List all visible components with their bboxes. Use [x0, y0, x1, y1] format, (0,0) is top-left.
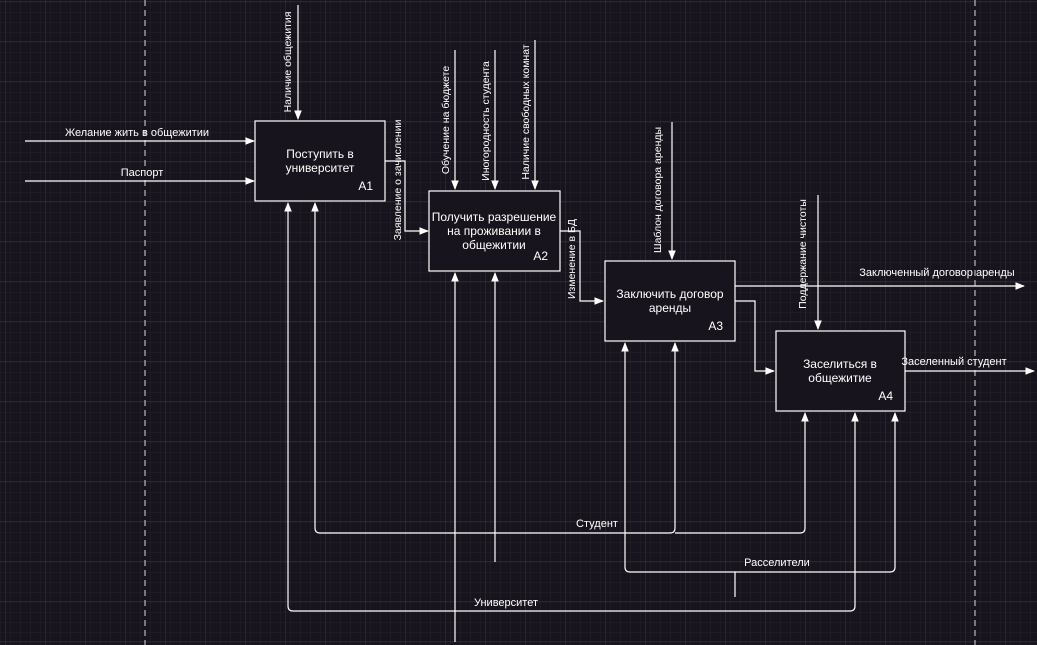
arrow-mech-student-a4[interactable] [675, 412, 809, 534]
block-a1-title-line1: Поступить в [286, 147, 354, 161]
block-a4[interactable]: Заселиться в общежитие A4 [775, 330, 906, 412]
arrow-mech-student-a1[interactable] [311, 202, 496, 562]
block-a3-title-line2: аренды [649, 301, 691, 315]
label-mech-student: Студент [576, 518, 618, 530]
arrow-a2-to-a3[interactable] [560, 230, 604, 305]
block-a2-title-line1: Получить разрешение [432, 210, 557, 224]
block-a4-title-line1: Заселиться в [803, 357, 877, 371]
arrow-a3-to-a4[interactable] [735, 300, 775, 375]
label-flow-db: Изменение в БД [566, 219, 578, 299]
block-a3-code: A3 [708, 319, 723, 333]
label-output-settled: Заселенный студент [901, 356, 1006, 368]
block-a1[interactable]: Поступить в университет A1 [254, 120, 386, 202]
block-a3-box [604, 260, 736, 342]
arrow-mech-settlers-a3[interactable] [621, 342, 736, 597]
label-control-cleanliness: Поддержание чистоты [797, 199, 809, 309]
arrow-a1-to-a2[interactable] [385, 160, 429, 235]
label-control-template: Шаблон договора аренды [652, 127, 664, 253]
block-a4-title-line2: общежитие [808, 371, 872, 385]
block-a2-title-line3: общежитии [462, 238, 525, 252]
label-control-budget: Обучение на бюджете [440, 66, 452, 174]
label-input-passport: Паспорт [121, 167, 164, 179]
block-a4-code: A4 [878, 389, 893, 403]
label-control-dorm: Наличие общежития [282, 12, 294, 113]
block-a2[interactable]: Получить разрешение на проживании в обще… [428, 190, 561, 272]
arrow-mech-university-a1[interactable] [284, 202, 456, 642]
block-a1-box [254, 120, 386, 202]
label-control-free-rooms: Наличие свободных комнат [520, 44, 532, 179]
arrow-mech-settlers-a4[interactable] [735, 412, 899, 573]
block-a3[interactable]: Заключить договор аренды A3 [604, 260, 736, 342]
arrow-mech-student-a3[interactable] [495, 342, 679, 534]
block-a2-box [428, 190, 561, 272]
label-input-desire: Желание жить в общежитии [65, 127, 209, 139]
label-mech-settlers: Расселители [744, 557, 810, 569]
label-control-nonresident: Иногородность студента [480, 61, 492, 181]
label-flow-statement: Заявление о зачислении [392, 119, 404, 240]
label-output-contract: Заключенный договор аренды [859, 267, 1015, 279]
label-mech-university: Университет [474, 597, 538, 609]
block-a4-box [775, 330, 906, 412]
block-a3-title-line1: Заключить договор [616, 287, 723, 301]
block-a1-title-line2: университет [286, 161, 355, 175]
block-a2-title-line2: на проживании в [447, 224, 541, 238]
block-a1-code: A1 [358, 179, 373, 193]
arrow-mech-university-a4[interactable] [455, 412, 859, 612]
block-a2-code: A2 [533, 249, 548, 263]
